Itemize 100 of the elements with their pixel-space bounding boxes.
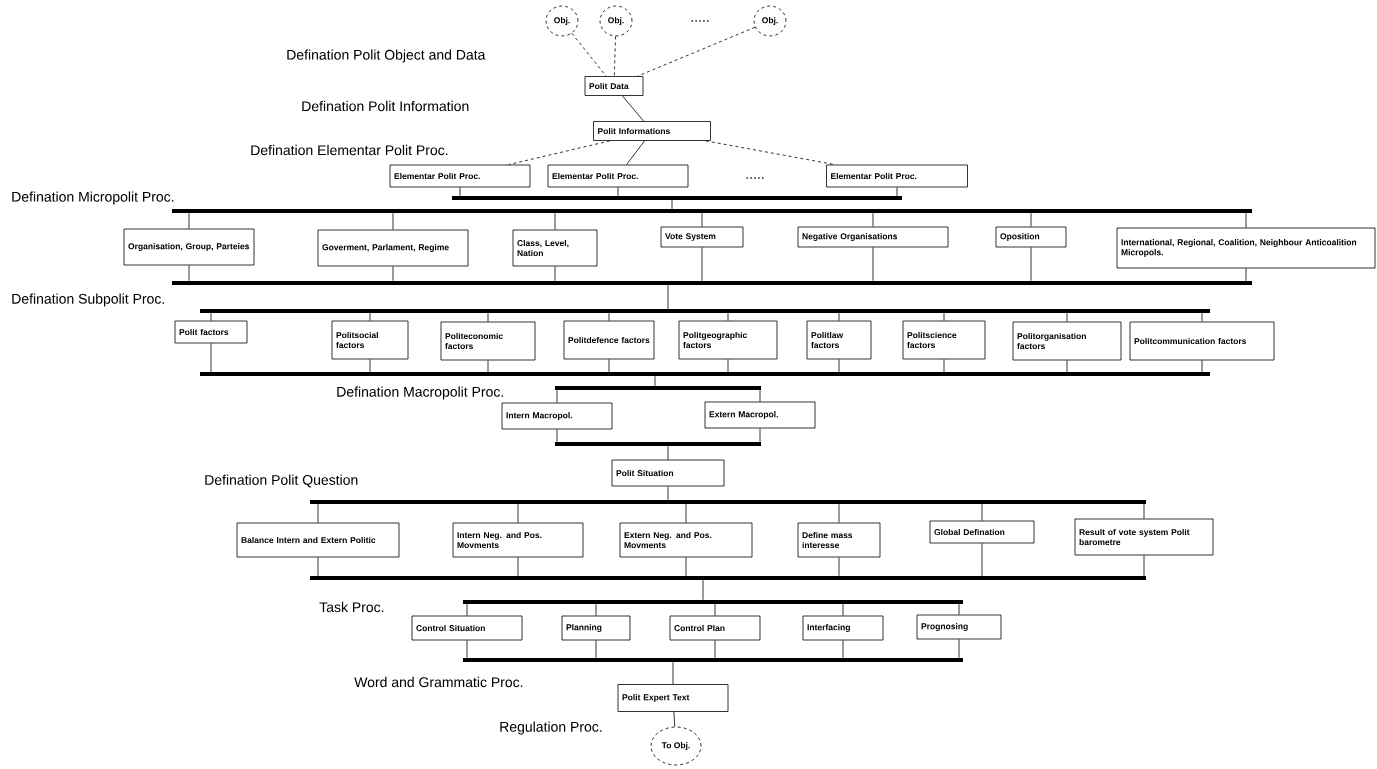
connector-line xyxy=(667,284,669,310)
process-box: Elementar Polit Proc. xyxy=(547,164,689,188)
connector-line xyxy=(701,212,703,227)
process-box: Politscience factors xyxy=(902,320,986,360)
connector-line xyxy=(608,312,610,321)
connector-line xyxy=(508,140,611,165)
stage-label: Defination Polit Object and Data xyxy=(287,49,486,63)
connector-line xyxy=(210,312,212,321)
connector-line xyxy=(637,26,756,77)
connector-line xyxy=(958,639,960,659)
process-box: Elementar Polit Proc. xyxy=(389,164,531,188)
connector-line xyxy=(613,36,616,77)
process-box: Class, Level, Nation xyxy=(512,229,598,267)
stage-label: Defination Elementar Polit Proc. xyxy=(251,144,448,156)
process-box: Politdefence factors xyxy=(563,320,655,360)
connector-line xyxy=(459,187,461,197)
connector-line xyxy=(554,266,556,282)
connector-line xyxy=(595,640,597,659)
bus-bar xyxy=(555,442,761,446)
process-box: Politgeographic factors xyxy=(678,320,778,360)
stage-label: Defination Polit Information xyxy=(302,100,469,112)
process-box: Politorganisation factors xyxy=(1012,321,1122,361)
bus-bar xyxy=(310,576,1146,580)
process-box: Organisation, Group, Parteies xyxy=(123,228,255,266)
connector-line xyxy=(1066,360,1068,373)
connector-line xyxy=(896,187,898,197)
connector-line xyxy=(317,503,319,523)
connector-line xyxy=(702,579,704,601)
process-box: Control Plan xyxy=(669,615,761,641)
connector-line xyxy=(595,603,597,616)
stage-label: Defination Polit Question xyxy=(205,474,358,488)
connector-line xyxy=(958,603,960,615)
stage-label: Defination Subpolit Proc. xyxy=(12,293,164,307)
stage-label: Word and Grammatic Proc. xyxy=(354,676,523,688)
connector-line xyxy=(466,603,468,616)
connector-line xyxy=(1245,212,1247,228)
process-box: Global Defination xyxy=(929,520,1035,544)
process-box: Politcommunication factors xyxy=(1129,321,1275,361)
connector-line xyxy=(571,32,607,77)
bus-bar xyxy=(200,309,1210,313)
connector-line xyxy=(1201,360,1203,373)
process-box: Vote System xyxy=(660,226,744,248)
bus-bar xyxy=(555,386,761,390)
connector-line xyxy=(617,187,619,197)
connector-line xyxy=(556,389,558,403)
bus-bar xyxy=(200,372,1210,376)
connector-line xyxy=(626,140,645,165)
connector-line xyxy=(1143,555,1145,577)
connector-line xyxy=(317,557,319,577)
connector-line xyxy=(369,312,371,321)
connector-line xyxy=(872,247,874,282)
connector-line xyxy=(943,312,945,321)
connector-line xyxy=(654,375,656,387)
process-box: Polit Expert Text xyxy=(617,684,729,712)
bus-bar xyxy=(452,196,902,200)
connector-line xyxy=(188,265,190,282)
connector-line xyxy=(487,312,489,322)
bus-bar xyxy=(463,658,963,662)
connector-line xyxy=(210,343,212,373)
connector-line xyxy=(466,640,468,659)
process-box: Negative Organisations xyxy=(797,226,949,248)
process-box: Politlaw factors xyxy=(806,320,872,360)
connector-line xyxy=(1245,268,1247,282)
process-box: Extern Macropol. xyxy=(704,401,816,429)
connector-line xyxy=(608,359,610,373)
connector-line xyxy=(667,445,669,460)
process-box: Planning xyxy=(561,615,631,641)
connector-line xyxy=(981,543,983,577)
connector-line xyxy=(672,661,674,685)
connector-line xyxy=(727,359,729,373)
connector-line xyxy=(517,503,519,523)
connector-line xyxy=(188,212,190,229)
connector-line xyxy=(727,312,729,321)
connector-line xyxy=(838,503,840,523)
bus-bar xyxy=(172,281,1252,285)
connector-line xyxy=(759,389,761,402)
process-box: Balance Intern and Extern Politic xyxy=(236,522,400,558)
process-box: Intern Neg. and Pos. Movments xyxy=(452,522,584,558)
connector-line xyxy=(838,557,840,577)
process-box: Interfacing xyxy=(802,615,884,641)
stage-label: Task Proc. xyxy=(319,601,384,613)
process-box: Define mass interesse xyxy=(797,522,881,558)
process-box: Oposition xyxy=(995,226,1067,248)
connector-line xyxy=(392,266,394,282)
process-box: Goverment, Parlament, Regime xyxy=(317,229,469,267)
process-box: Elementar Polit Proc. xyxy=(826,164,968,188)
connector-line xyxy=(872,212,874,227)
connector-line xyxy=(556,429,558,443)
connector-line xyxy=(685,557,687,577)
connector-line xyxy=(943,359,945,373)
connector-line xyxy=(842,640,844,659)
process-box: Polit factors xyxy=(174,320,248,344)
process-box: Polit Data xyxy=(584,76,644,96)
stage-label: Regulation Proc. xyxy=(500,721,602,735)
bus-bar xyxy=(310,500,1146,504)
connector-line xyxy=(392,212,394,230)
connector-line xyxy=(1066,312,1068,322)
connector-line xyxy=(981,503,983,521)
connector-line xyxy=(517,557,519,577)
connector-line xyxy=(369,359,371,373)
